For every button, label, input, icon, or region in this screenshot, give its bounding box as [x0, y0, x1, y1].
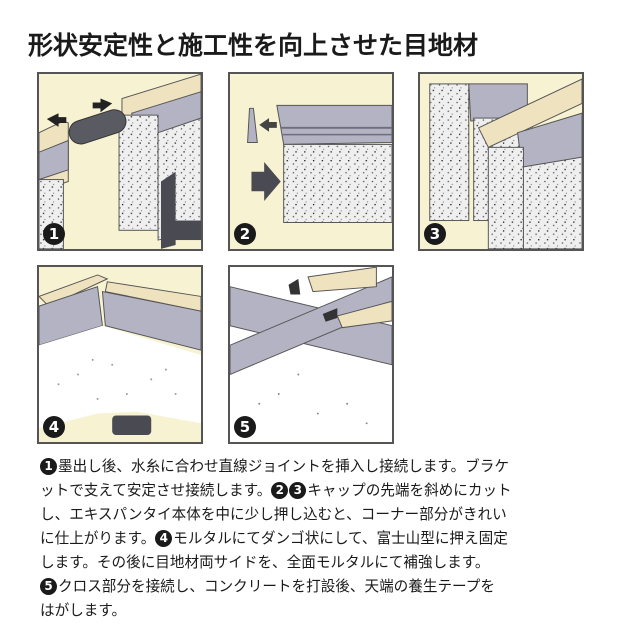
line-text: キャップの先端を斜めにカット [307, 482, 512, 499]
step-badge: 5 [234, 416, 256, 438]
step-badge: 4 [43, 416, 65, 438]
corner-joint-illustration [429, 78, 582, 249]
cross-joint-illustration [230, 267, 392, 442]
instruction-line: はがします。 [40, 599, 600, 623]
step-3-illustration: 3 [418, 72, 584, 251]
line-text: に仕上がります。 [40, 530, 156, 547]
instruction-line: し、エキスパンタイ本体を中に少し押し込むと、コーナー部分がきれい [40, 503, 600, 527]
line-text: クロス部分を接続し、コンクリートを打設後、天端の養生テープを [58, 578, 495, 595]
line-text: します。その後に目地材両サイドを、全面モルタルにて補強します。 [40, 554, 490, 571]
step-number: 5 [40, 578, 57, 595]
page-title: 形状安定性と施工性を向上させた目地材 [28, 31, 479, 60]
step-number: 4 [155, 530, 173, 547]
line-text: 墨出し後、水糸に合わせ直線ジョイントを挿入し接続します。ブラケ [58, 458, 509, 475]
step-number: 3 [289, 482, 307, 499]
line-text: し、エキスパンタイ本体を中に少し押し込むと、コーナー部分がきれい [40, 506, 507, 523]
instruction-line: します。その後に目地材両サイドを、全面モルタルにて補強します。 [40, 551, 600, 575]
step-2-illustration: 2 [228, 72, 394, 251]
mortar-fix-illustration [39, 274, 201, 436]
step-number: 1 [40, 458, 57, 475]
step-badge: 2 [234, 223, 256, 245]
step-badge: 3 [424, 223, 446, 245]
line-text: ットで支えて安定させ接続します。 [40, 482, 272, 499]
step-1-illustration: 1 [37, 72, 203, 251]
step-badge: 1 [43, 223, 65, 245]
step-number: 2 [271, 482, 289, 499]
cap-cut-illustration [247, 104, 392, 223]
step-5-illustration: 5 [228, 265, 394, 444]
line-text: モルタルにてダンゴ状にして、富士山型に押え固定 [173, 530, 508, 547]
line-text: はがします。 [40, 602, 127, 619]
straight-joint-illustration [39, 74, 201, 249]
step-4-illustration: 4 [37, 265, 203, 444]
